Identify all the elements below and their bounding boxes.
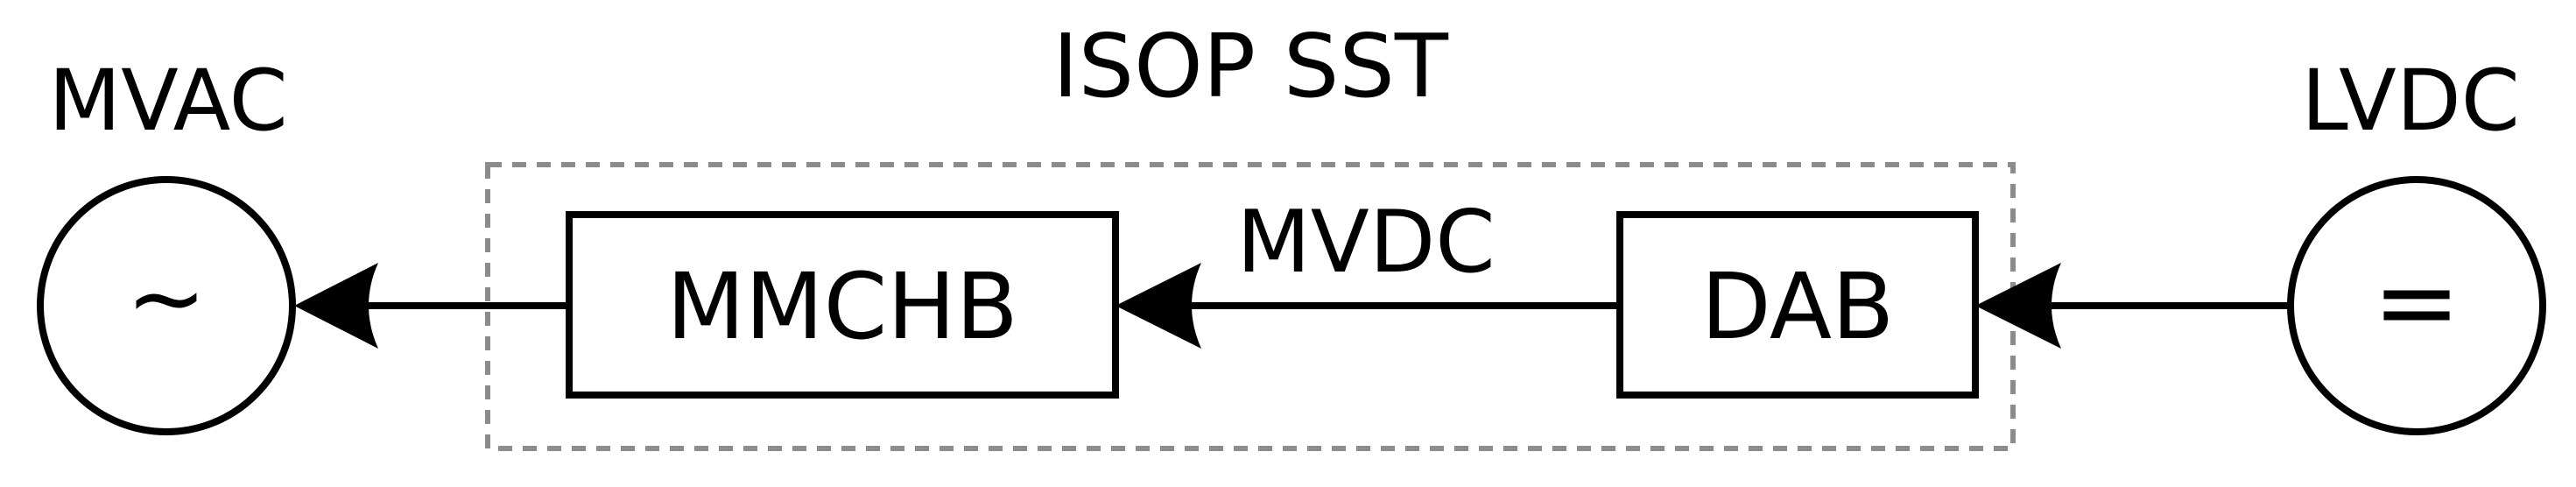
mmchb-block: [566, 211, 1119, 399]
ac-source-glyph: ~: [126, 242, 207, 354]
dc-source-glyph: =: [2373, 242, 2461, 363]
ac-source-symbol: [37, 176, 296, 435]
sink-label: LVDC: [2301, 52, 2520, 150]
dab-label: DAB: [1701, 253, 1895, 360]
arrowhead-mmchb: [1116, 263, 1201, 349]
mvdc-bus-label: MVDC: [1236, 193, 1495, 293]
arrowhead-dab: [1975, 263, 2061, 349]
arrowhead-mvac: [294, 263, 378, 349]
diagram-title: ISOP SST: [1052, 15, 1449, 117]
source-label: MVAC: [48, 52, 287, 150]
mmchb-label: MMCHB: [666, 253, 1018, 360]
dab-block: [1616, 211, 1979, 399]
